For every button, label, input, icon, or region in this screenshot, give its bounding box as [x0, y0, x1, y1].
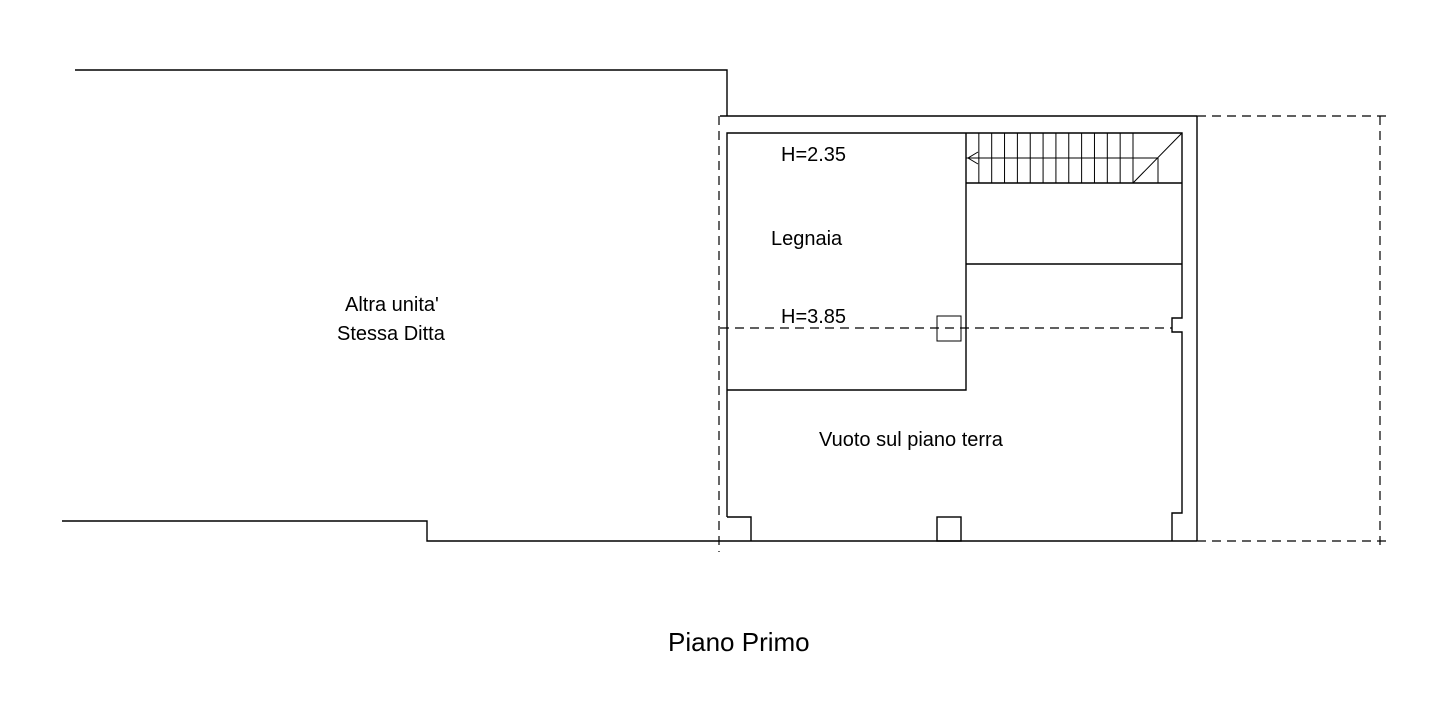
outer-wall — [720, 115, 1198, 541]
neighbour-label-line2: Stessa Ditta — [337, 323, 445, 345]
legnaia-room-outline — [727, 133, 1182, 391]
neighbour-label-line1: Altra unita' — [345, 294, 439, 316]
pillar — [936, 516, 962, 542]
dashed-boundaries — [718, 115, 1386, 552]
void-label: Vuoto sul piano terra — [819, 429, 1003, 451]
stair-arrow-icon — [967, 151, 979, 165]
drawing-title: Piano Primo — [668, 627, 810, 657]
height-label-upper: H=2.35 — [781, 144, 847, 166]
room-label-legnaia: Legnaia — [771, 228, 843, 250]
staircase — [966, 132, 1183, 184]
height-label-lower: H=3.85 — [781, 306, 847, 328]
inner-wall — [726, 132, 1183, 542]
neighbour-unit-outline — [62, 69, 1197, 542]
